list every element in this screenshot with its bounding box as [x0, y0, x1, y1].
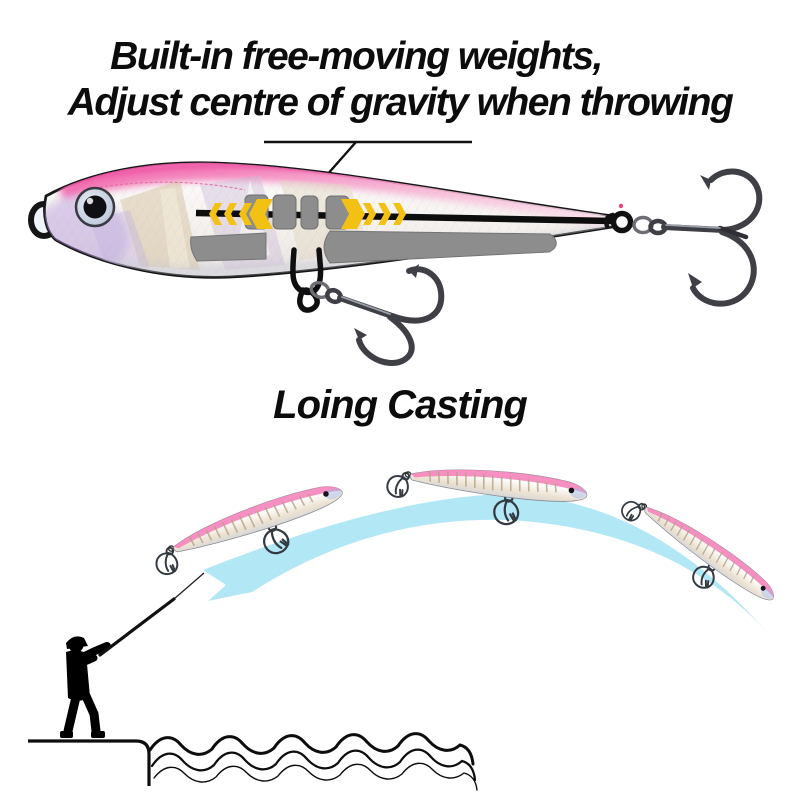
casting-heading: Loing Casting: [273, 383, 528, 427]
water-waves: [148, 732, 478, 791]
chevrons-left-icon: [209, 199, 273, 229]
headline-line1: Built-in free-moving weights,: [110, 35, 603, 78]
ballast-bar-right: [323, 230, 557, 264]
fishing-rod: [98, 597, 176, 657]
pier-edge: [28, 739, 151, 786]
weight-block-2: [272, 194, 297, 230]
headline: Built-in free-moving weights, Adjust cen…: [0, 34, 800, 126]
tail-treble-hook-icon: [648, 168, 763, 307]
ballast-bar-left: [190, 232, 267, 262]
weight-block-3: [300, 195, 319, 230]
flying-lure-3: [609, 483, 779, 627]
casting-arc: [203, 494, 772, 638]
headline-line2: Adjust centre of gravity when throwing: [67, 81, 734, 124]
fishing-line: [173, 572, 205, 600]
tail-wire-loop: [604, 203, 634, 234]
chevrons-right-icon: [341, 199, 406, 229]
belly-treble-hook-icon: [324, 264, 445, 366]
fisherman-silhouette-icon: [60, 636, 111, 738]
lure-eye-icon: [74, 186, 116, 228]
main-lure-illustration: [28, 161, 763, 366]
